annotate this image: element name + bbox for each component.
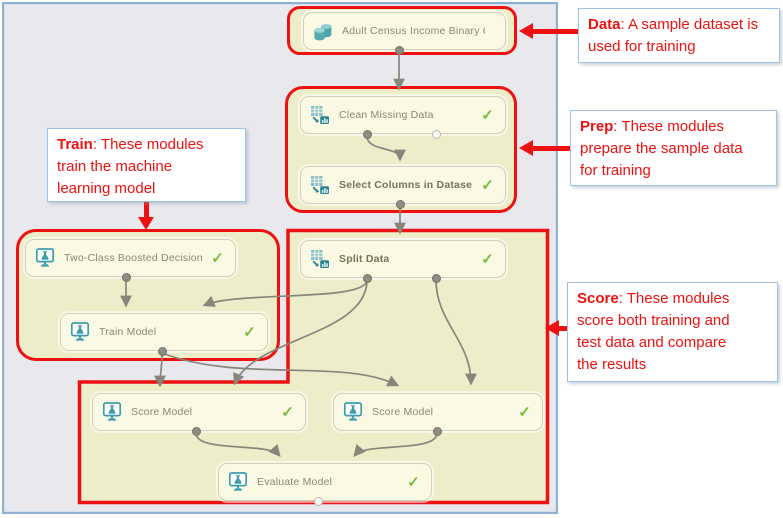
- module-split-data[interactable]: Split Data ✓: [300, 240, 506, 278]
- module-label: Score Model: [372, 406, 434, 418]
- module-label: Clean Missing Data: [339, 109, 434, 121]
- ml-icon: [35, 248, 55, 268]
- module-two-class-boosted[interactable]: Two-Class Boosted Decision T... ✓: [25, 239, 236, 277]
- train-callout-arrow-icon: [138, 217, 154, 230]
- module-label: Evaluate Model: [257, 476, 333, 488]
- module-evaluate-model[interactable]: Evaluate Model ✓: [218, 463, 432, 501]
- output-port[interactable]: [313, 496, 323, 506]
- data-callout-arrow-icon: [519, 23, 533, 39]
- prep-annotation: Prep: These modules prepare the sample d…: [570, 110, 777, 186]
- prep-callout-arrow-shaft: [532, 146, 570, 151]
- module-clean-missing-data[interactable]: Clean Missing Data ✓: [300, 96, 506, 134]
- status-check-icon: ✓: [243, 323, 256, 341]
- module-label: Adult Census Income Binary C...: [342, 25, 485, 37]
- output-port[interactable]: [121, 272, 131, 282]
- train-callout-arrow-shaft: [144, 201, 149, 218]
- transform-icon: [310, 175, 330, 195]
- annotation-lead: Prep: [580, 118, 614, 135]
- dataset-icon: [314, 24, 332, 41]
- data-callout-arrow-shaft: [532, 29, 578, 34]
- status-check-icon: ✓: [481, 176, 494, 194]
- status-check-icon: ✓: [518, 403, 531, 421]
- ml-icon: [70, 322, 90, 342]
- data-annotation: Data: A sample dataset is used for train…: [578, 8, 780, 63]
- status-check-icon: ✓: [481, 250, 494, 268]
- output-port[interactable]: [431, 129, 441, 139]
- module-score-model-right[interactable]: Score Model ✓: [333, 393, 543, 431]
- module-label: Score Model: [131, 406, 193, 418]
- module-label: Split Data: [339, 253, 390, 265]
- status-check-icon: ✓: [481, 106, 494, 124]
- annotation-lead: Data: [588, 16, 621, 33]
- output-port[interactable]: [432, 426, 442, 436]
- train-annotation: Train: These modules train the machine l…: [47, 128, 246, 202]
- annotation-lead: Train: [57, 136, 93, 153]
- output-port[interactable]: [394, 45, 404, 55]
- module-select-columns[interactable]: Select Columns in Dataset ✓: [300, 166, 506, 204]
- output-port[interactable]: [431, 273, 441, 283]
- ml-icon: [343, 402, 363, 422]
- annotation-lead: Score: [577, 290, 619, 307]
- score-annotation: Score: These modules score both training…: [567, 282, 778, 382]
- module-label: Train Model: [99, 326, 157, 338]
- output-port[interactable]: [362, 273, 372, 283]
- ml-icon: [228, 472, 248, 492]
- status-check-icon: ✓: [407, 473, 420, 491]
- status-check-icon: ✓: [211, 249, 224, 267]
- ml-icon: [102, 402, 122, 422]
- transform-icon: [310, 105, 330, 125]
- prep-callout-arrow-icon: [519, 140, 533, 156]
- module-dataset[interactable]: Adult Census Income Binary C...: [303, 12, 506, 50]
- output-port[interactable]: [157, 346, 167, 356]
- output-port[interactable]: [362, 129, 372, 139]
- module-train-model[interactable]: Train Model ✓: [60, 313, 268, 351]
- module-label: Select Columns in Dataset: [339, 179, 473, 191]
- module-label: Two-Class Boosted Decision T...: [64, 252, 203, 264]
- output-port[interactable]: [395, 199, 405, 209]
- score-callout-arrow-icon: [545, 320, 559, 336]
- status-check-icon: ✓: [281, 403, 294, 421]
- score-callout-arrow-shaft: [558, 326, 568, 331]
- output-port[interactable]: [191, 426, 201, 436]
- transform-icon: [310, 249, 330, 269]
- module-score-model-left[interactable]: Score Model ✓: [92, 393, 306, 431]
